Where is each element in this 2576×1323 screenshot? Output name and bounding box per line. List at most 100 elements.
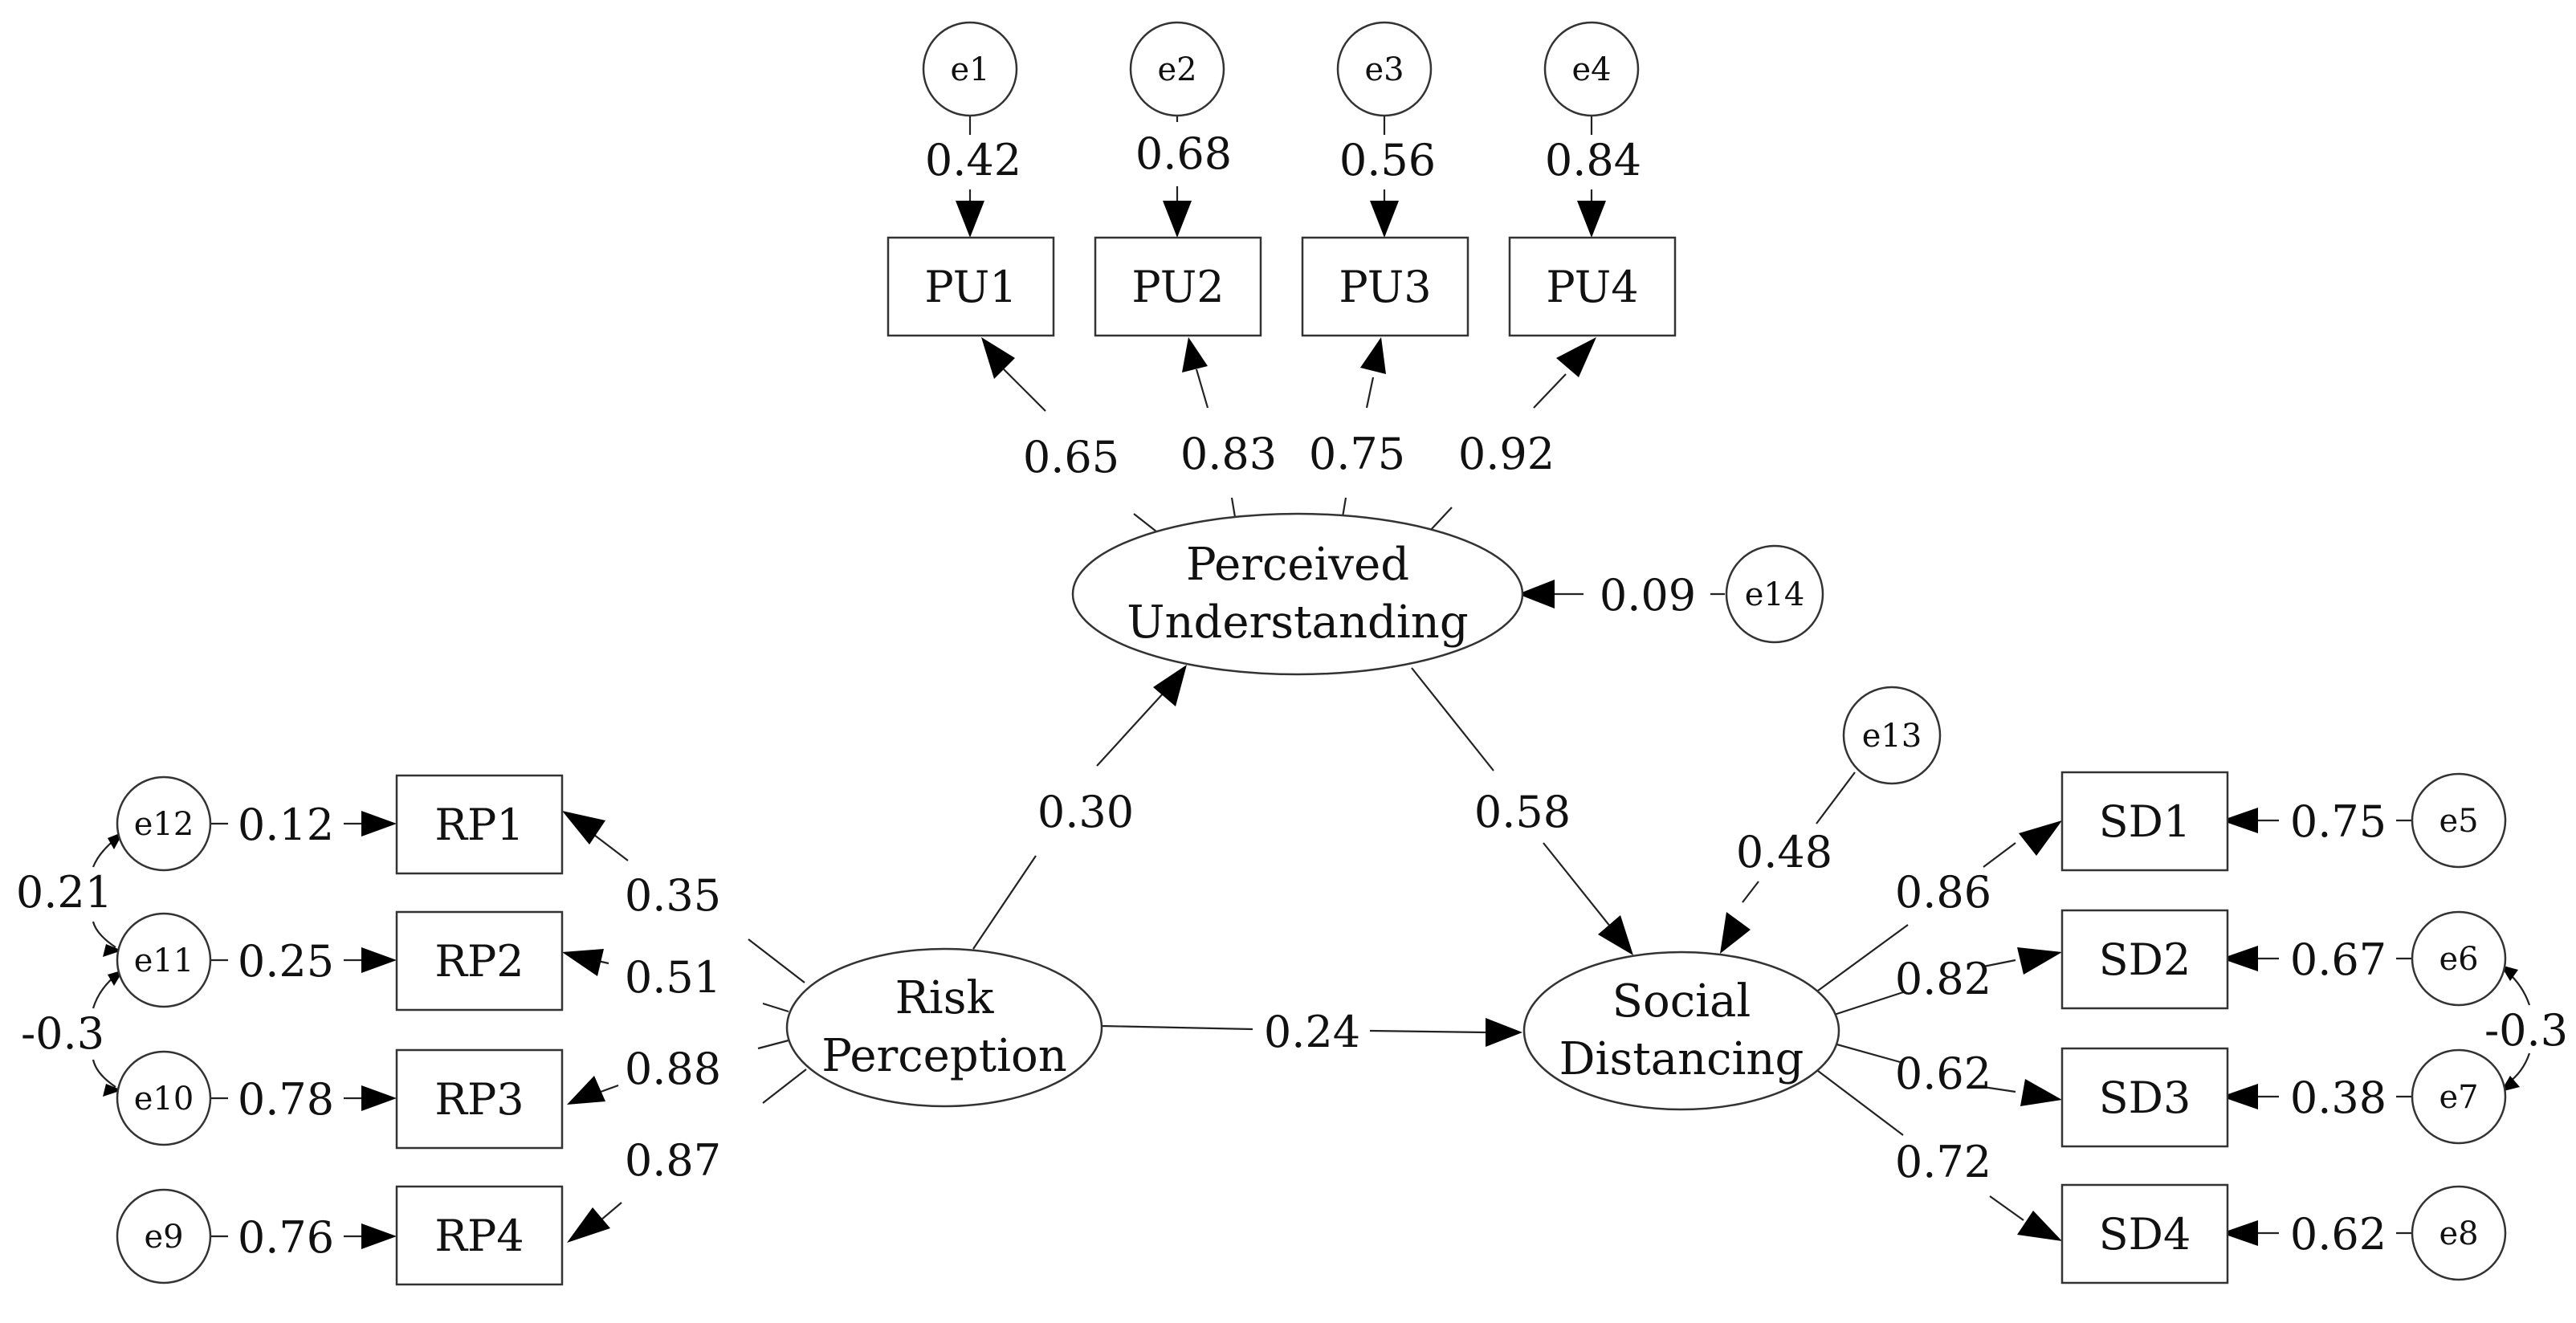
arrowhead-e11-rp2 (361, 947, 397, 973)
path-pu-pu3-b (1365, 377, 1375, 409)
arrowhead-sd-sd4 (2017, 1211, 2062, 1241)
arrowhead-pu-pu1 (981, 337, 1015, 379)
arrowhead-rp-rp2 (562, 949, 604, 976)
label-e13: e13 (1862, 718, 1922, 755)
label-rp1: RP1 (434, 800, 524, 850)
label-sd1: SD1 (2099, 796, 2191, 847)
coef-sd-sd2: 0.82 (1895, 954, 1991, 1004)
arrowhead-pu3 (1370, 201, 1399, 238)
coef-e2-pu2: 0.68 (1135, 128, 1232, 179)
coef-pu-pu4: 0.92 (1458, 429, 1555, 479)
arrowhead-pu-pu3 (1360, 337, 1386, 374)
arrowhead-rp-sd (1486, 1018, 1522, 1047)
label-e9: e9 (144, 1219, 183, 1256)
path-sd-sd4-b (1989, 1195, 2024, 1221)
indicator-labels: PU1 PU2 PU3 PU4 RP1 RP2 RP3 RP4 SD1 SD2 … (434, 262, 2191, 1261)
label-social-line2: Distancing (1559, 1033, 1804, 1085)
path-rp-sd-b (1369, 1029, 1486, 1034)
indicator-pu1 (887, 236, 1055, 337)
error-e6 (2411, 910, 2507, 1007)
path-pu-pu1-b (1003, 368, 1046, 412)
error-e13 (1842, 686, 1942, 785)
coef-rp-rp1: 0.35 (625, 870, 721, 921)
error-e10 (116, 1050, 212, 1146)
coef-pu-pu2: 0.83 (1180, 429, 1277, 479)
arrowhead-rp-pu (1153, 665, 1187, 706)
coef-cov-e12-e11: 0.21 (16, 867, 112, 918)
arrowheads (103, 201, 2520, 1249)
path-rp-rp3-b (600, 1084, 619, 1093)
label-perceived-line1: Perceived (1186, 539, 1409, 591)
sd-indicator-boxes (2060, 771, 2229, 1284)
arrowhead-e13-sd (1720, 912, 1751, 954)
indicator-pu3 (1301, 236, 1469, 337)
path-rp-sd-a (1101, 1024, 1253, 1031)
arrowhead-pu4 (1577, 201, 1606, 238)
coef-cov-e6-e7: -0.3 (2484, 1005, 2568, 1056)
label-pu2: PU2 (1131, 262, 1224, 312)
indicator-sd1 (2060, 771, 2229, 872)
coef-e8-sd4: 0.62 (2290, 1209, 2386, 1260)
label-e10: e10 (134, 1081, 194, 1117)
arrowhead-pu-pu4 (1556, 337, 1596, 377)
latent-risk-perception (785, 947, 1103, 1108)
coef-e5-sd1: 0.75 (2290, 796, 2386, 847)
coef-e7-sd3: 0.38 (2290, 1073, 2386, 1123)
label-risk-line1: Risk (895, 972, 995, 1024)
arrowhead-rp-rp1 (562, 811, 605, 845)
coef-e10-rp3: 0.78 (238, 1074, 334, 1125)
label-e12: e12 (134, 806, 194, 843)
coef-rp-rp4: 0.87 (625, 1135, 721, 1186)
label-e8: e8 (2439, 1215, 2478, 1252)
error-e14 (1725, 544, 1824, 644)
path-rp-rp4-b (600, 1202, 622, 1221)
indicator-pu2 (1094, 236, 1262, 337)
arrowhead-e8-sd4 (2221, 1220, 2258, 1246)
edges (92, 116, 2531, 1238)
label-e1: e1 (950, 51, 989, 88)
indicator-pu4 (1508, 236, 1677, 337)
label-pu3: PU3 (1339, 262, 1431, 312)
coef-rp-sd: 0.24 (1264, 1007, 1360, 1057)
arrowhead-cov-e11-top (103, 944, 122, 957)
error-e9 (116, 1188, 212, 1284)
arrowhead-e5-sd1 (2221, 808, 2258, 833)
error-e3 (1336, 21, 1433, 117)
cov-e11-e10-arc-lower (92, 1059, 116, 1088)
error-labels: e1 e2 e3 e4 e14 e13 e12 e11 e10 e9 e5 e6… (134, 51, 2479, 1256)
indicator-rp1 (395, 774, 564, 875)
indicator-sd2 (2060, 909, 2229, 1010)
label-e3: e3 (1364, 51, 1404, 88)
path-rp-rp1-b (593, 834, 629, 861)
arrowhead-sd-sd1 (2019, 820, 2062, 856)
path-rp-pu-a (972, 855, 1037, 950)
label-sd4: SD4 (2099, 1209, 2191, 1260)
path-rp-rp3-a (757, 1039, 789, 1050)
arrowhead-sd-sd3 (2020, 1079, 2062, 1106)
arrowhead-e12-rp1 (361, 811, 397, 837)
path-sd-sd3-a (1833, 1042, 1904, 1065)
label-e5: e5 (2439, 803, 2478, 840)
arrowhead-e6-sd2 (2221, 946, 2258, 971)
label-e11: e11 (134, 942, 194, 979)
coef-e6-sd2: 0.67 (2290, 934, 2386, 985)
error-e12 (116, 775, 212, 872)
coefficient-labels: 0.42 0.68 0.56 0.84 0.65 0.83 0.75 0.92 … (16, 128, 2568, 1263)
rp-indicator-boxes (395, 774, 564, 1286)
indicator-rp4 (395, 1185, 564, 1286)
label-rp3: RP3 (434, 1074, 524, 1125)
path-pu-pu4-a (1429, 507, 1453, 532)
arrowhead-rp-rp3 (567, 1076, 605, 1105)
error-circles-top (922, 21, 1640, 117)
coef-e14-pu: 0.09 (1600, 570, 1696, 621)
label-pu4: PU4 (1546, 262, 1638, 312)
path-pu-pu4-b (1533, 373, 1567, 409)
arrowhead-e10-rp3 (361, 1085, 397, 1111)
arrowhead-pu1 (956, 201, 984, 238)
indicator-rp2 (395, 910, 564, 1012)
label-pu1: PU1 (924, 262, 1017, 312)
coef-e12-rp1: 0.12 (238, 800, 334, 850)
coef-e3-pu3: 0.56 (1339, 135, 1436, 185)
error-circles-right (2411, 772, 2507, 1281)
